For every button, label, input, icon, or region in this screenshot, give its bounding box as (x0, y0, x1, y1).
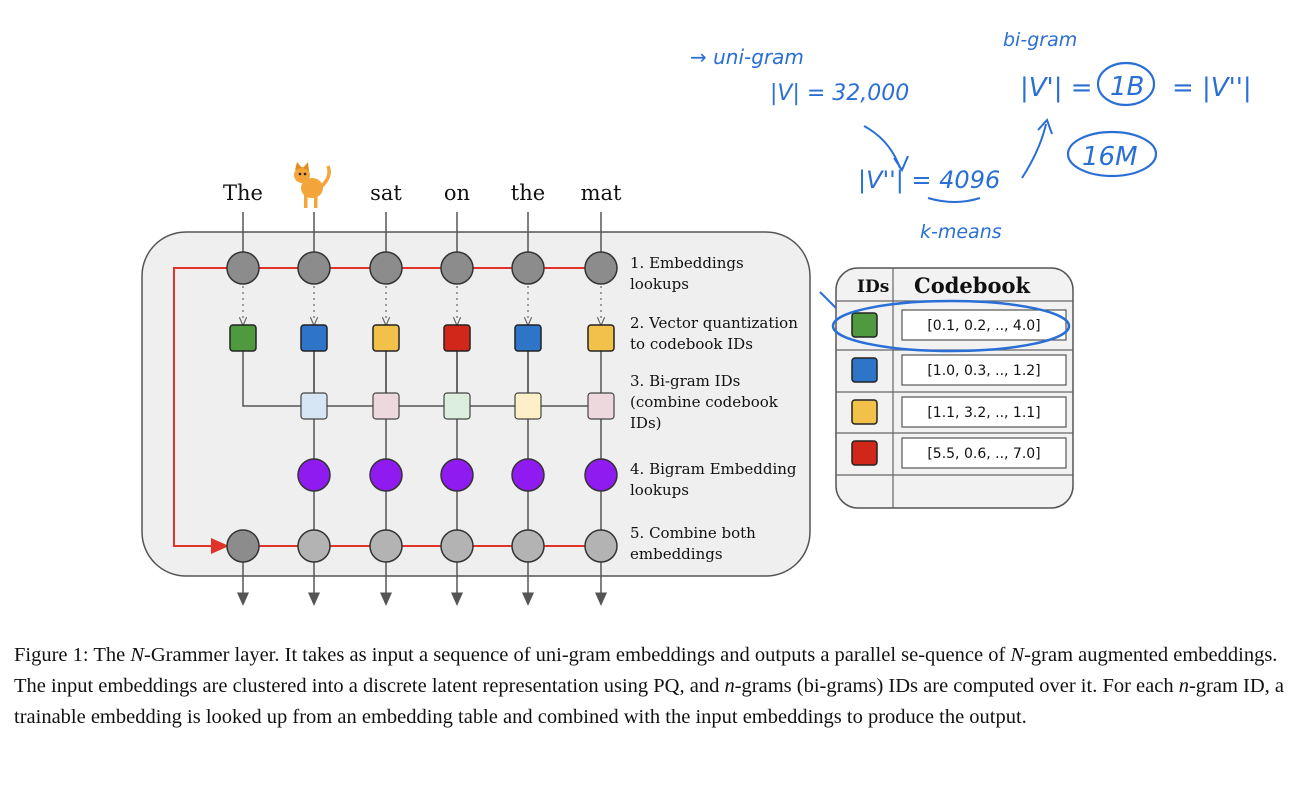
hand-v-size: |V| = 32,000 (770, 81, 909, 106)
handwritten-annotations: → uni-gram |V| = 32,000 |V''| = 4096 k-m… (690, 29, 1252, 243)
codebook-id-swatch (851, 399, 878, 425)
bigram-connector (242, 338, 314, 407)
token-0: The (223, 181, 263, 205)
hand-bigram-tail: = |V''| (1172, 73, 1252, 103)
caption-n-3: n (724, 675, 735, 697)
residual-loop-line (173, 267, 243, 554)
caption-prefix: Figure 1: The (14, 644, 131, 666)
output-node (369, 529, 403, 563)
output-node (511, 529, 545, 563)
bigram-id-node (587, 392, 615, 420)
caption-part-4: -gram ID, a trainable embedding is looke… (14, 675, 1285, 728)
hand-kmeans-size: |V''| = 4096 (858, 166, 1000, 194)
caption-part-1: -Grammer layer. It takes as input a sequ… (144, 644, 1011, 666)
codebook-id-node (587, 324, 615, 352)
codebook-ids-header: IDs (857, 277, 889, 297)
figure-caption: Figure 1: The N-Grammer layer. It takes … (14, 640, 1289, 733)
embedding-node (297, 251, 331, 285)
bigram-embedding-node (511, 458, 545, 492)
bigram-id-node (514, 392, 542, 420)
hand-16m: 16M (1082, 142, 1138, 172)
caption-n-1: N (130, 644, 145, 666)
bigram-embedding-node (584, 458, 618, 492)
hand-bigram-size: |V'| = (1020, 73, 1093, 103)
step-label-3: 3. Bi-gram IDs (630, 372, 740, 390)
step-label-1: lookups (630, 275, 689, 293)
token-4: the (511, 181, 545, 205)
hand-bigram-label: bi-gram (1003, 29, 1077, 51)
caption-n-4: n (1178, 675, 1189, 697)
codebook-value-box (901, 354, 1067, 386)
codebook-value: [5.5, 0.6, .., 7.0] (927, 446, 1040, 462)
step-label-5: embeddings (630, 545, 723, 563)
step-label-2: 2. Vector quantization (630, 314, 798, 332)
codebook-value: [0.1, 0.2, .., 4.0] (927, 318, 1040, 334)
output-node (584, 529, 618, 563)
token-5: mat (581, 181, 622, 205)
codebook-value-box (901, 309, 1067, 341)
output-node (440, 529, 474, 563)
bigram-id-node (443, 392, 471, 420)
step-label-3: (combine codebook (630, 393, 779, 411)
codebook-id-swatch (851, 312, 878, 338)
codebook-value-box (901, 437, 1067, 469)
step-label-5: 5. Combine both (630, 524, 756, 542)
embedding-node (440, 251, 474, 285)
codebook-value: [1.1, 3.2, .., 1.1] (927, 405, 1040, 421)
codebook-id-node (514, 324, 542, 352)
token-2: sat (370, 181, 402, 205)
codebook-id-node (443, 324, 471, 352)
step-label-3: IDs) (630, 414, 662, 432)
embedding-node (369, 251, 403, 285)
step-label-4: lookups (630, 481, 689, 499)
caption-part-3: -grams (bi-grams) IDs are computed over … (734, 675, 1179, 697)
caption-n-2: N (1010, 644, 1025, 666)
handwritten-circle (831, 299, 1071, 353)
codebook-id-swatch (851, 440, 878, 466)
token-row: The sat on the mat (223, 181, 622, 205)
embedding-node (226, 251, 260, 285)
codebook-header: Codebook (914, 273, 1030, 298)
codebook-id-swatch (851, 357, 878, 383)
codebook-id-node (372, 324, 400, 352)
bigram-id-node (372, 392, 400, 420)
step-label-4: 4. Bigram Embedding (630, 460, 797, 478)
handwritten-tick (819, 291, 837, 309)
output-node (226, 529, 260, 563)
n-grammer-diagram: The sat on the mat 1. Embeddings lookups 2. Ve… (141, 29, 1252, 606)
bigram-id-node (300, 392, 328, 420)
codebook-value: [1.0, 0.3, .., 1.2] (927, 363, 1040, 379)
bigram-embedding-node (369, 458, 403, 492)
step-label-2: to codebook IDs (630, 335, 753, 353)
step-labels: 1. Embeddings lookups 2. Vector quantizati… (630, 254, 798, 563)
codebook-id-node (300, 324, 328, 352)
bigram-embedding-node (297, 458, 331, 492)
hand-1b: 1B (1110, 72, 1144, 102)
cat-icon (294, 162, 331, 208)
caption-part-2: -gram augmented embeddings. The input em… (14, 644, 1278, 697)
bigram-embedding-node (440, 458, 474, 492)
embedding-node (511, 251, 545, 285)
token-3: on (444, 181, 470, 205)
hand-unigram-label: → uni-gram (690, 45, 804, 69)
codebook-rows: [0.1, 0.2, .., 4.0] [1.0, 0.3, .., 1.2] [1… (851, 309, 1067, 469)
codebook-value-box (901, 396, 1067, 428)
embedding-node (584, 251, 618, 285)
codebook-table: IDs Codebook [0.1, 0.2, .., 4.0] [1.0, 0.… (819, 267, 1074, 509)
step-label-1: 1. Embeddings (630, 254, 744, 272)
node-grid (226, 251, 618, 563)
codebook-id-node (229, 324, 257, 352)
output-node (297, 529, 331, 563)
hand-kmeans-label: k-means (920, 221, 1002, 243)
